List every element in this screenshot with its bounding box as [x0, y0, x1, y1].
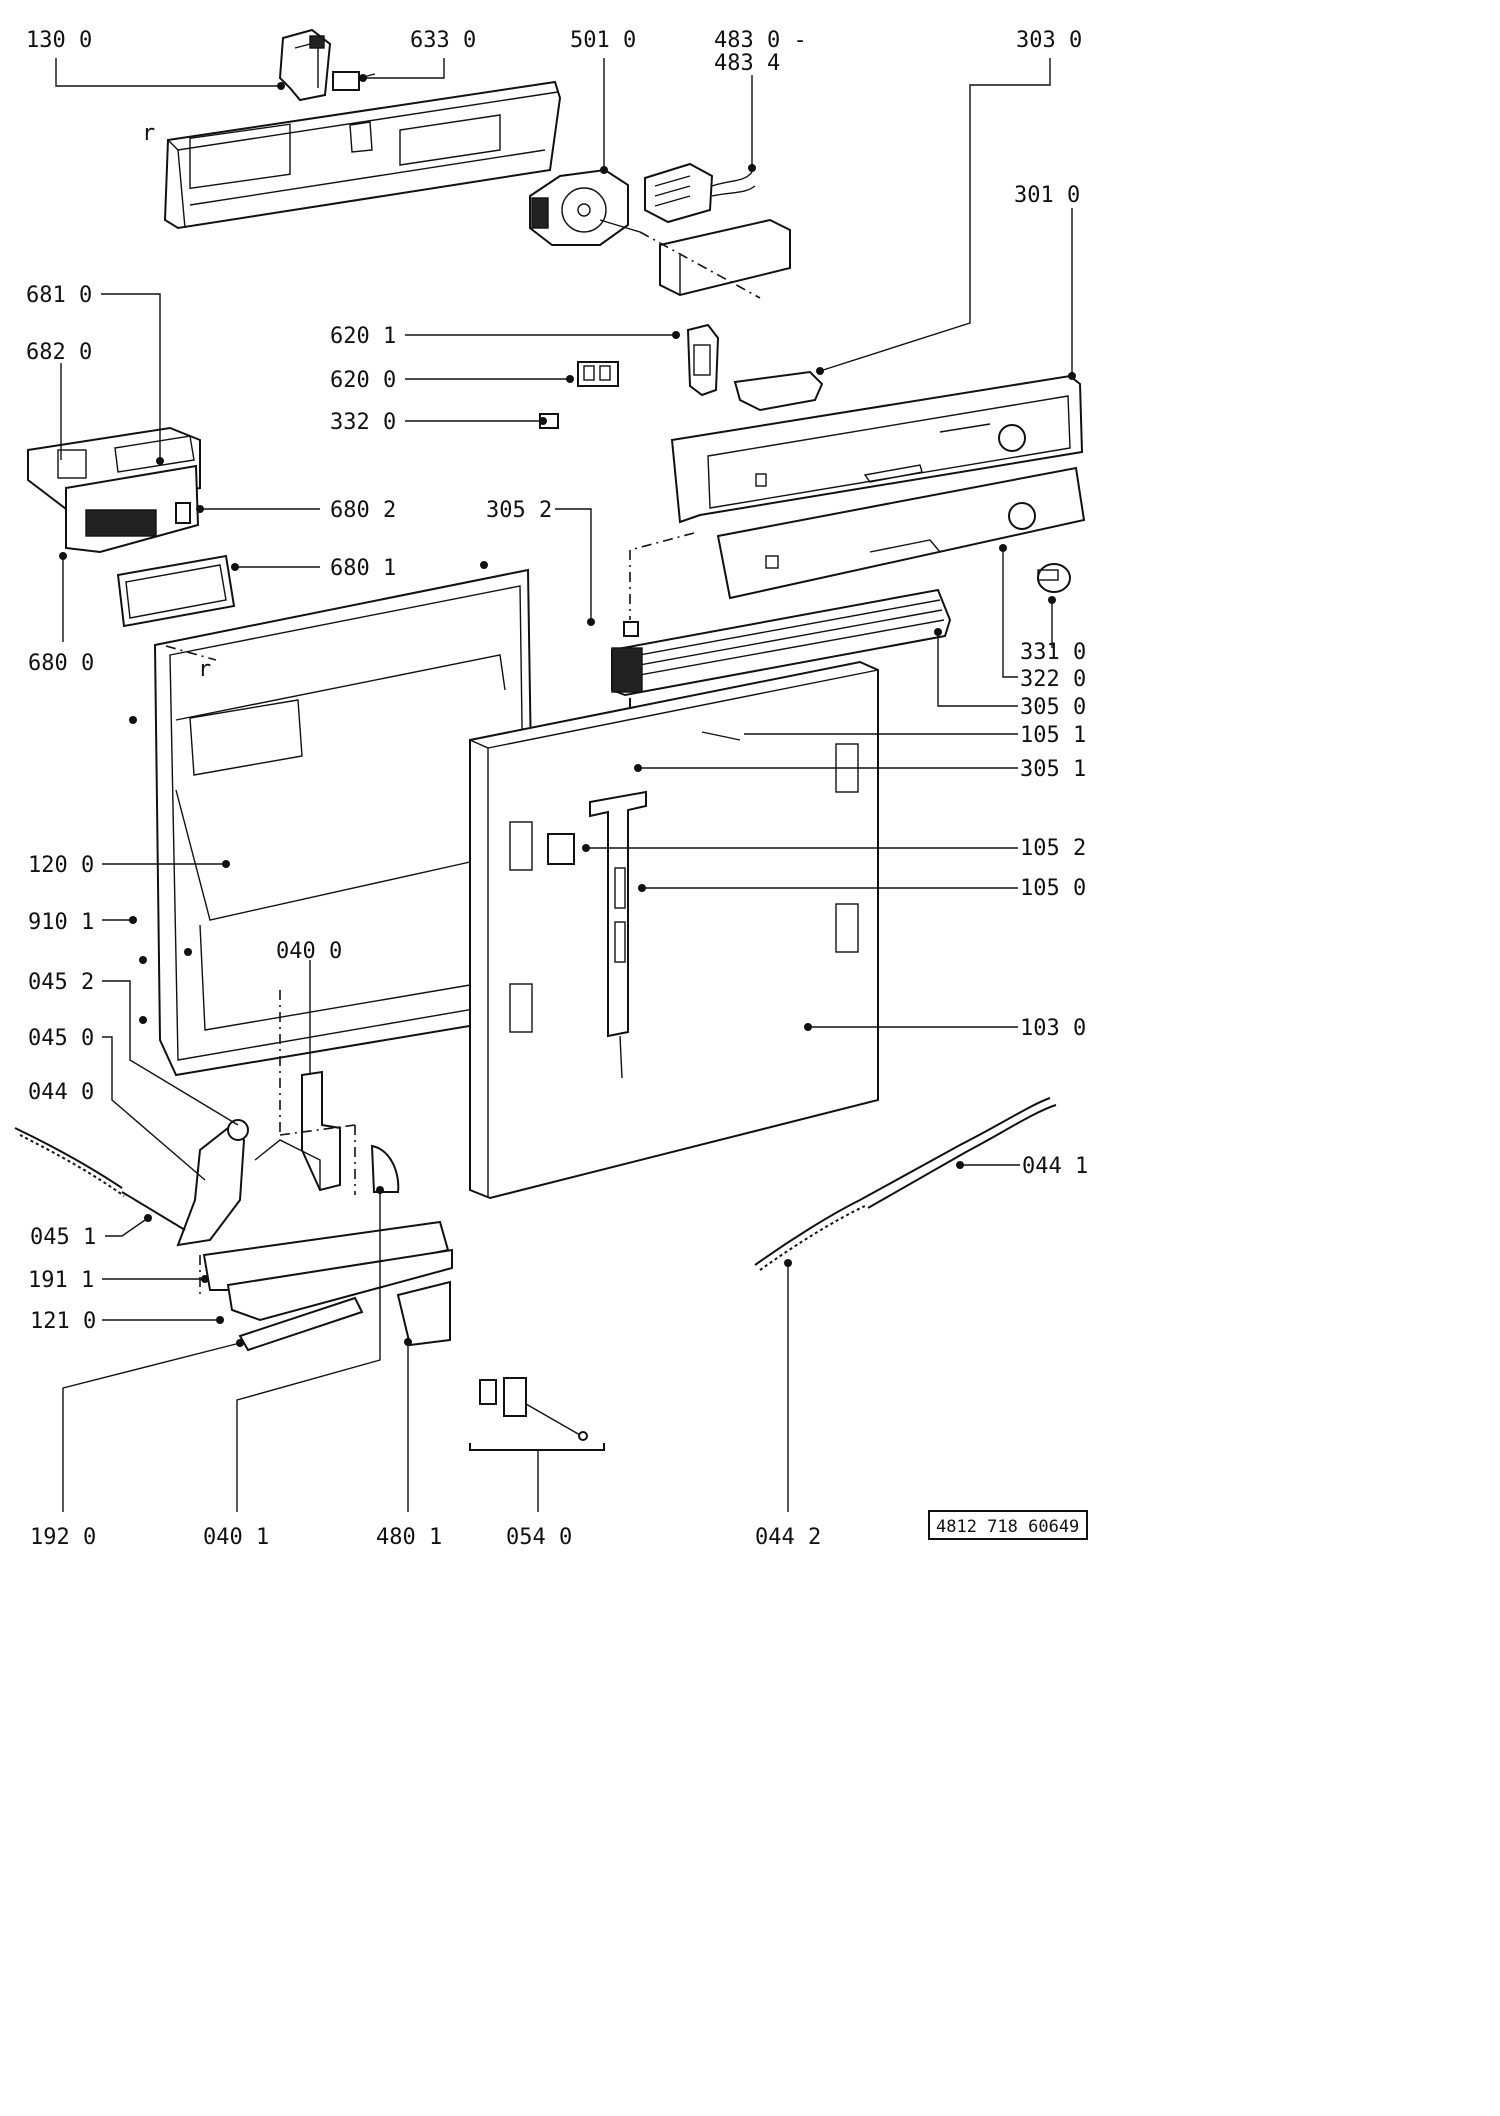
label-910-1: 910 1 — [28, 910, 94, 935]
label-192-0: 192 0 — [30, 1525, 96, 1550]
label-044-1: 044 1 — [1022, 1154, 1088, 1179]
label-680-0: 680 0 — [28, 651, 94, 676]
label-040-1: 040 1 — [203, 1525, 269, 1550]
handle-bar-305-0 — [611, 588, 952, 697]
label-680-1: 680 1 — [330, 556, 396, 581]
label-483-0: 483 0 - — [714, 28, 807, 53]
strip-192-0 — [238, 1296, 364, 1352]
label-301-0: 301 0 — [1014, 183, 1080, 208]
document-code-box: 4812 718 60649 — [928, 1510, 1088, 1540]
label-480-1: 480 1 — [376, 1525, 442, 1550]
label-121-0: 121 0 — [30, 1309, 96, 1334]
spring-044-0 — [14, 1127, 186, 1231]
screw-305-2 — [623, 621, 639, 637]
dispenser-680-0 — [27, 426, 201, 554]
exploded-parts-diagram: 130 0 633 0 501 0 483 0 - 483 4 303 0 30… — [14, 28, 1088, 1550]
panel-322-0 — [716, 466, 1086, 600]
timer-mount-bracket — [639, 218, 791, 299]
document-code: 4812 718 60649 — [936, 1517, 1079, 1537]
label-633-0: 633 0 — [410, 28, 476, 53]
leader-lines — [55, 58, 1073, 1512]
part-labels: 130 0 633 0 501 0 483 0 - 483 4 303 0 30… — [26, 28, 1088, 1550]
label-305-1: 305 1 — [1020, 757, 1086, 782]
knob-331-0 — [1037, 563, 1071, 593]
leader-dots — [59, 74, 1076, 1347]
latch-303-0 — [733, 370, 824, 412]
label-103-0: 103 0 — [1020, 1016, 1086, 1041]
label-305-0: 305 0 — [1020, 695, 1086, 720]
r-mark-frame: r — [198, 657, 211, 682]
label-620-1: 620 1 — [330, 324, 396, 349]
label-045-2: 045 2 — [28, 970, 94, 995]
label-105-2: 105 2 — [1020, 836, 1086, 861]
label-040-0: 040 0 — [276, 939, 342, 964]
label-305-2: 305 2 — [486, 498, 552, 523]
hinge-bracket-040-0 — [254, 1070, 341, 1192]
connector-483 — [644, 162, 756, 224]
hinge-arm-045 — [176, 1119, 249, 1247]
label-191-1: 191 1 — [28, 1268, 94, 1293]
gasket-680-1 — [116, 554, 236, 628]
switch-kit-054-0 — [469, 1377, 605, 1451]
control-fascia-301-0 — [670, 374, 1084, 524]
timer-501-0 — [529, 168, 641, 246]
label-331-0: 331 0 — [1020, 640, 1086, 665]
label-332-0: 332 0 — [330, 410, 396, 435]
label-620-0: 620 0 — [330, 368, 396, 393]
label-322-0: 322 0 — [1020, 667, 1086, 692]
label-681-0: 681 0 — [26, 283, 92, 308]
label-054-0: 054 0 — [506, 1525, 572, 1550]
cover-480-1 — [396, 1280, 451, 1347]
label-483-4: 483 4 — [714, 51, 780, 76]
label-105-0: 105 0 — [1020, 876, 1086, 901]
label-680-2: 680 2 — [330, 498, 396, 523]
switch-633-0 — [332, 71, 376, 91]
label-682-0: 682 0 — [26, 340, 92, 365]
door-frame-120-0 — [153, 568, 537, 1077]
label-130-0: 130 0 — [26, 28, 92, 53]
rail-191-1 — [202, 1220, 453, 1322]
switch-620-0 — [577, 361, 619, 387]
switch-620-1 — [686, 323, 720, 397]
label-044-2: 044 2 — [755, 1525, 821, 1550]
label-044-0: 044 0 — [28, 1080, 94, 1105]
r-mark-top: r — [142, 121, 155, 146]
control-panel-rail — [163, 80, 562, 230]
label-120-0: 120 0 — [28, 853, 94, 878]
spring-044-2 — [754, 1097, 1057, 1271]
label-303-0: 303 0 — [1016, 28, 1082, 53]
bracket-130-0 — [278, 28, 332, 102]
label-045-0: 045 0 — [28, 1026, 94, 1051]
hinge-cover-040-1 — [370, 1144, 400, 1193]
outer-door-103-0 — [469, 660, 879, 1200]
label-045-1: 045 1 — [30, 1225, 96, 1250]
label-501-0: 501 0 — [570, 28, 636, 53]
label-105-1: 105 1 — [1020, 723, 1086, 748]
